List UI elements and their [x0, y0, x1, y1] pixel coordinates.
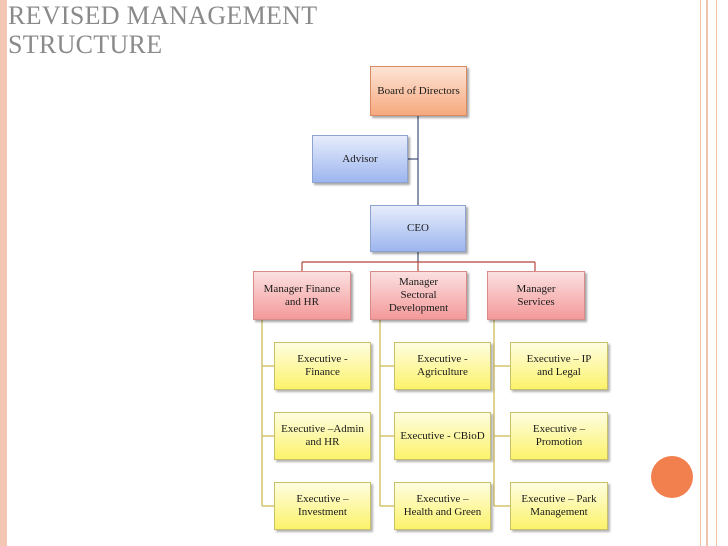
executive-park-management-box: Executive – Park Management	[510, 482, 608, 530]
manager-sectoral-development-box: Manager Sectoral Development	[370, 271, 467, 320]
advisor-box: Advisor	[312, 135, 408, 183]
executive-agriculture-box: Executive - Agriculture	[394, 342, 491, 390]
right-decorative-line	[706, 0, 708, 546]
executive-investment-box: Executive – Investment	[274, 482, 371, 530]
executive-health-green-box: Executive – Health and Green	[394, 482, 491, 530]
manager-finance-hr-box: Manager Finance and HR	[253, 271, 351, 320]
ceo-box: CEO	[370, 205, 466, 252]
executive-ip-legal-box: Executive – IP and Legal	[510, 342, 608, 390]
executive-cbiod-box: Executive - CBioD	[394, 412, 491, 460]
board-of-directors-box: Board of Directors	[370, 66, 467, 116]
right-decorative-line	[716, 0, 717, 546]
executive-promotion-box: Executive – Promotion	[510, 412, 608, 460]
right-decorative-line	[700, 0, 701, 546]
executive-admin-hr-box: Executive –Admin and HR	[274, 412, 371, 460]
decorative-circle	[651, 456, 693, 498]
left-decorative-bar	[0, 0, 7, 546]
executive-finance-box: Executive - Finance	[274, 342, 371, 390]
manager-services-box: Manager Services	[487, 271, 585, 320]
slide-title: REVISED MANAGEMENT STRUCTURE	[8, 1, 317, 59]
